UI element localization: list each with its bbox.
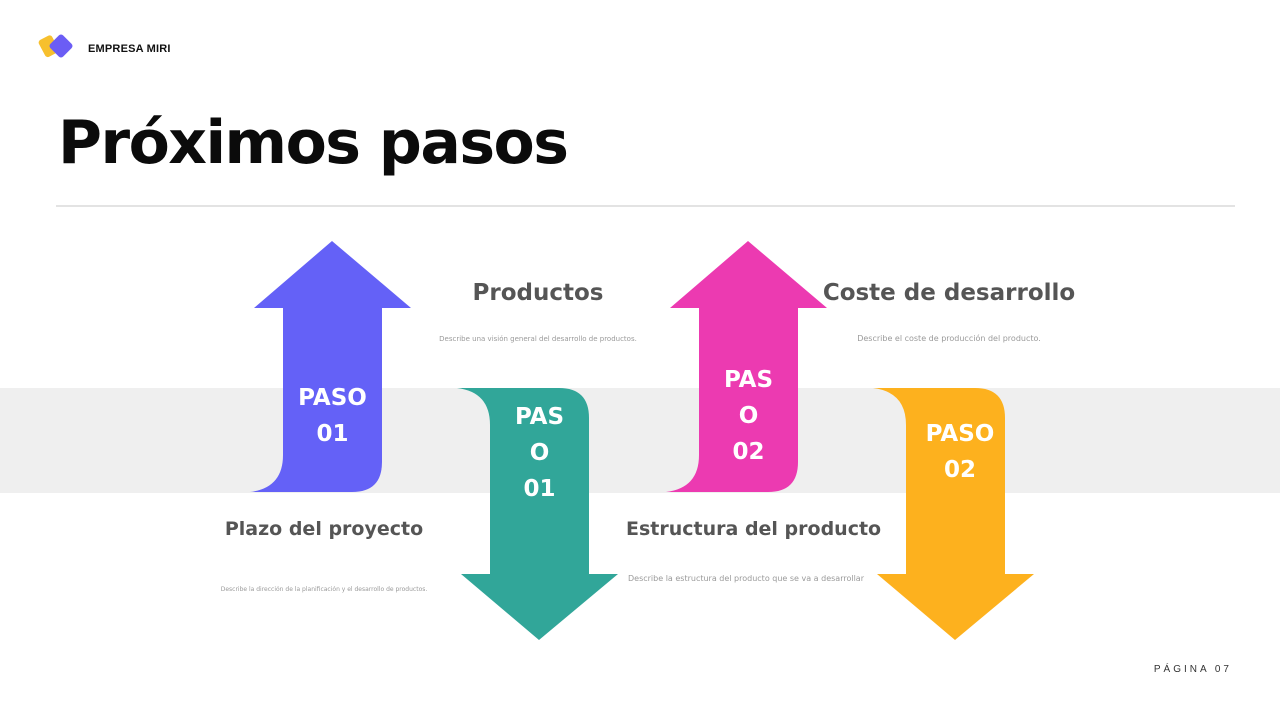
step-4-label: PASO 02 xyxy=(925,421,995,483)
step-3-description: Describe la estructura del producto que … xyxy=(627,574,864,583)
step-3-up-arrow xyxy=(666,241,827,492)
brand: EMPRESA MIRI xyxy=(38,33,171,65)
step-2-down-arrow xyxy=(457,388,618,640)
step-4-description: Describe el coste de producción del prod… xyxy=(857,334,1041,343)
step-1-up-arrow xyxy=(250,241,411,492)
brand-name: EMPRESA MIRI xyxy=(88,43,171,55)
step-2-description: Describe una visión general del desarrol… xyxy=(439,335,637,343)
step-3-heading: Estructura del producto xyxy=(626,518,882,540)
step-1-heading: Plazo del proyecto xyxy=(224,518,424,540)
step-4-down-arrow xyxy=(873,388,1034,640)
step-1-description: Describe la dirección de la planificació… xyxy=(220,586,428,593)
page-title: Próximos pasos xyxy=(58,108,569,178)
step-3-label: PAS O 02 xyxy=(723,367,774,465)
title-divider xyxy=(56,205,1235,207)
background-band xyxy=(0,388,1280,493)
step-1-label: PASO 01 xyxy=(298,385,367,447)
step-2-heading: Productos xyxy=(472,280,604,306)
two-diamonds-logo-icon xyxy=(38,33,80,65)
page-number: PÁGINA 07 xyxy=(1153,664,1232,675)
step-4-heading: Coste de desarrollo xyxy=(822,280,1076,306)
step-2-label: PAS O 01 xyxy=(514,404,565,502)
